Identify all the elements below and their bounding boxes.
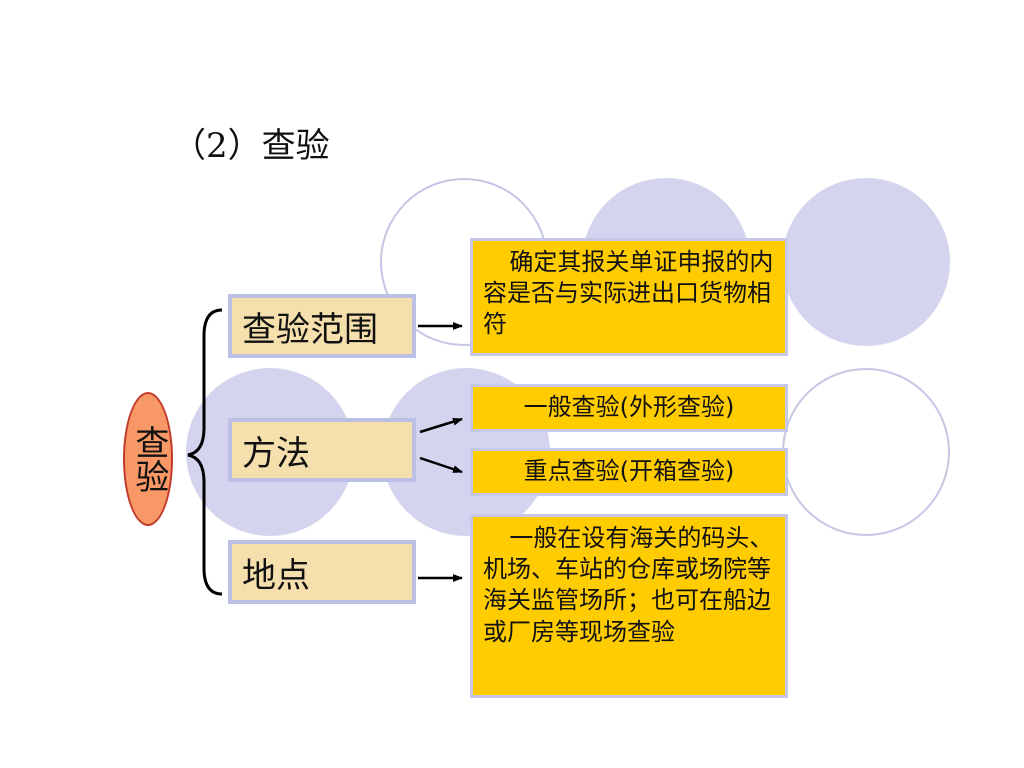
- detail-location: 一般在设有海关的码头、机场、车站的仓库或场院等海关监管场所；也可在船边或厂房等现…: [470, 514, 788, 698]
- root-node: 查验: [123, 392, 173, 526]
- category-scope: 查验范围: [228, 294, 416, 358]
- arrow-method-general: [419, 417, 463, 434]
- detail-scope: 确定其报关单证申报的内容是否与实际进出口货物相符: [470, 238, 788, 356]
- arrow-method-key: [419, 456, 463, 474]
- category-location-label: 地点: [242, 555, 310, 596]
- category-scope-label: 查验范围: [242, 309, 378, 350]
- root-label: 查验: [128, 425, 169, 493]
- category-method-label: 方法: [242, 433, 310, 474]
- slide-title: （2）查验: [172, 126, 330, 166]
- category-method: 方法: [228, 418, 416, 482]
- category-location: 地点: [228, 540, 416, 604]
- detail-method-general: 一般查验(外形查验): [470, 384, 788, 432]
- grouping-brace: [187, 308, 223, 596]
- decor-circle-3: [782, 178, 950, 346]
- detail-method-key: 重点查验(开箱查验): [470, 448, 788, 496]
